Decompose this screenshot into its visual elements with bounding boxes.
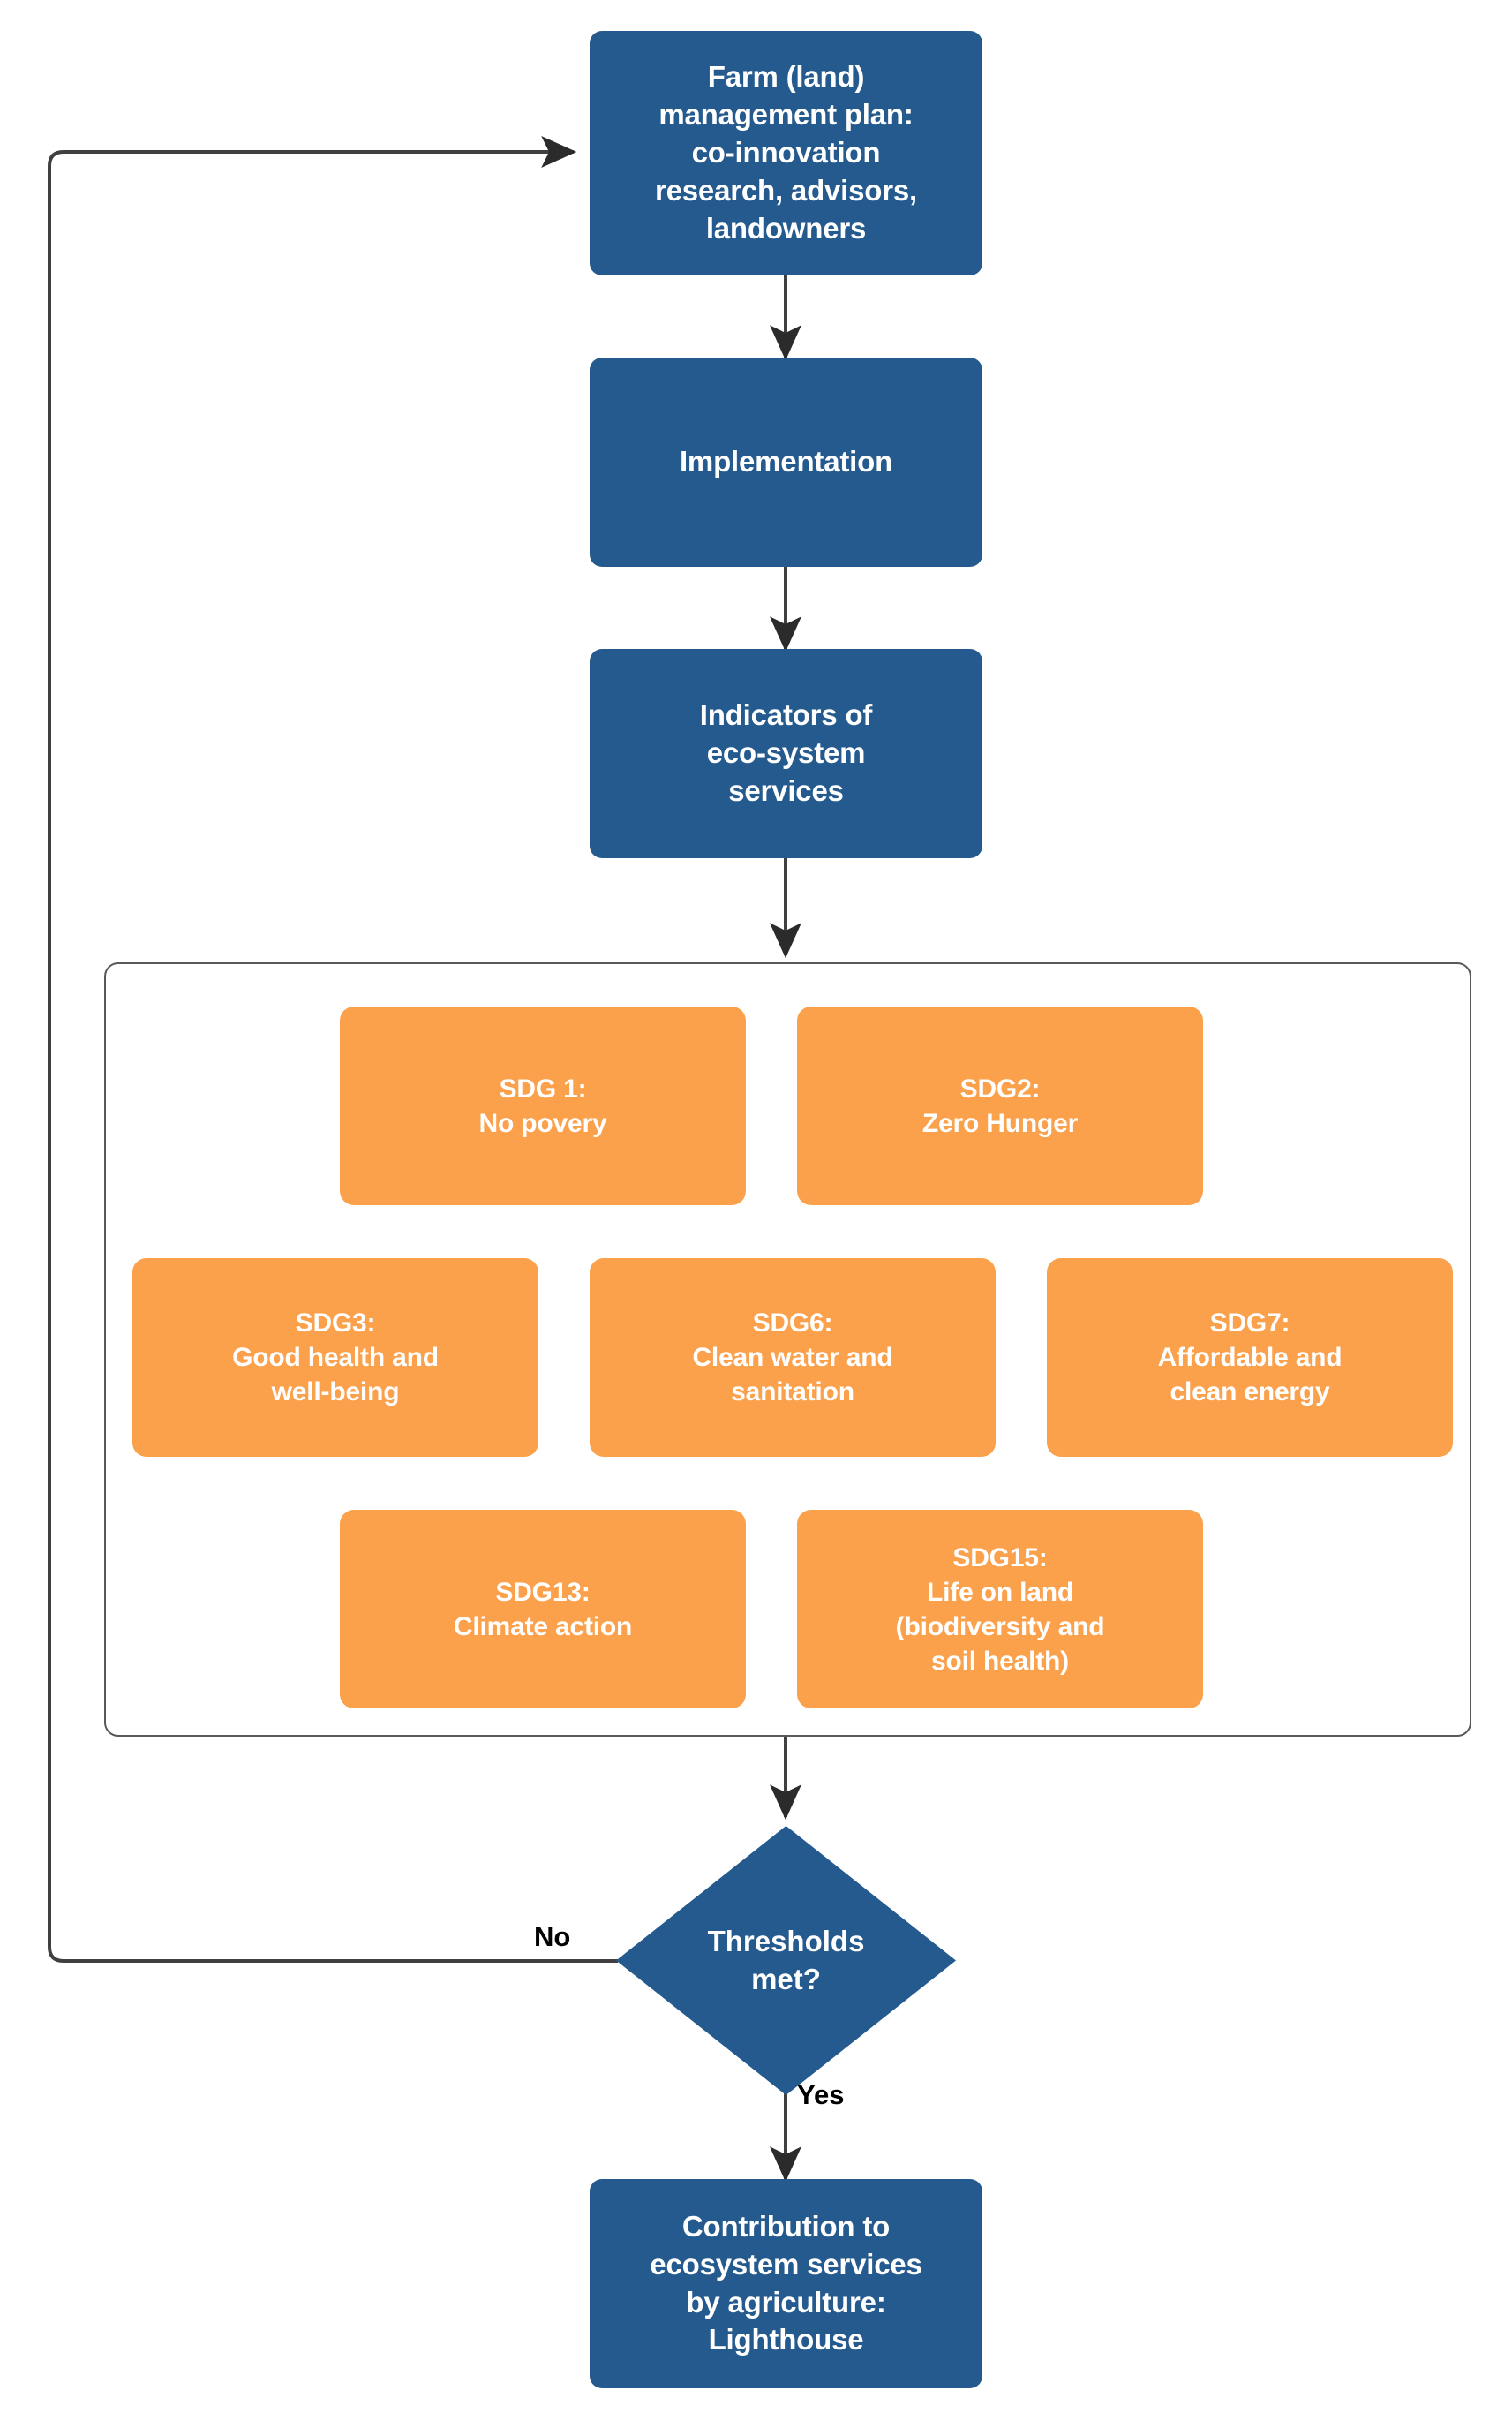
diamond-shape-icon: [616, 1826, 956, 2095]
sdg-group-container: [104, 962, 1471, 1737]
sdg-card-sdg13[interactable]: SDG13: Climate action: [340, 1510, 746, 1708]
decision-label: Thresholds met?: [707, 1924, 865, 1995]
edge-label-yes: Yes: [797, 2079, 845, 2110]
sdg-card-sdg3[interactable]: SDG3: Good health and well-being: [132, 1258, 538, 1457]
sdg-card-sdg1[interactable]: SDG 1: No povery: [340, 1007, 746, 1205]
edge-label-no: No: [534, 1921, 571, 1952]
sdg-card-sdg2[interactable]: SDG2: Zero Hunger: [797, 1007, 1203, 1205]
node-decision-thresholds-met[interactable]: Thresholds met?: [616, 1826, 956, 2095]
sdg-card-sdg7[interactable]: SDG7: Affordable and clean energy: [1047, 1258, 1453, 1457]
node-contribution-outcome[interactable]: Contribution to ecosystem services by ag…: [590, 2179, 982, 2388]
sdg-card-sdg15[interactable]: SDG15: Life on land (biodiversity and so…: [797, 1510, 1203, 1708]
node-implementation[interactable]: Implementation: [590, 358, 982, 567]
node-indicators-of-ecosystem-services[interactable]: Indicators of eco-system services: [590, 649, 982, 858]
sdg-card-sdg6[interactable]: SDG6: Clean water and sanitation: [590, 1258, 996, 1457]
node-farm-management-plan[interactable]: Farm (land) management plan: co-innovati…: [590, 31, 982, 275]
